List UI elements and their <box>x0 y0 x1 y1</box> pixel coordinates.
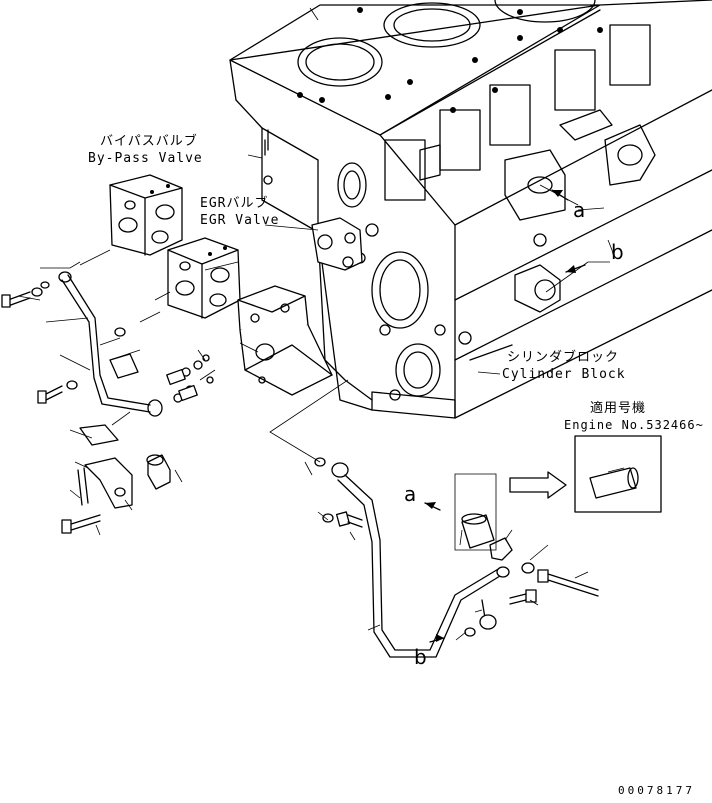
arrow-a-lower <box>424 502 441 511</box>
egr-valve <box>167 237 241 319</box>
callout-line <box>74 461 89 469</box>
callout-line <box>99 337 121 346</box>
bypass-valve-label-en: By-Pass Valve <box>88 151 203 166</box>
lower-egr-pipe <box>314 457 513 658</box>
callout-line <box>109 349 141 361</box>
callout-line <box>309 7 319 21</box>
callout-line <box>317 511 329 521</box>
callout-line <box>79 249 111 266</box>
callout-line <box>124 499 133 511</box>
callout-line <box>367 624 381 631</box>
callout-line <box>69 489 81 499</box>
callout-line <box>574 571 589 579</box>
callout-line <box>247 154 263 159</box>
cylinder-block <box>229 0 712 419</box>
callout-line <box>607 239 615 259</box>
engine-number-label: Engine No.532466~ <box>564 418 704 432</box>
pipe-clamp <box>77 424 133 509</box>
callout-line <box>45 317 89 323</box>
callout-frame <box>454 473 497 551</box>
callout-line <box>154 291 171 301</box>
lower-collar <box>459 513 495 549</box>
callout-line <box>174 469 183 483</box>
mount-bracket <box>237 285 333 396</box>
ref-letter-a-block: a <box>573 198 586 222</box>
callout-line <box>529 599 539 606</box>
callout-line <box>304 461 313 476</box>
arrow-b-block <box>565 264 586 273</box>
arrow-a-block <box>551 189 569 201</box>
callout-line <box>95 524 101 536</box>
left-egr-pipe <box>58 271 163 417</box>
spacer-collar <box>146 454 171 490</box>
egr-valve-label-jp: EGRバルブ <box>200 196 269 211</box>
callout-line <box>204 261 239 271</box>
callout-line <box>59 354 91 371</box>
egr-valve-label-en: EGR Valve <box>200 213 280 228</box>
ref-letter-b-block: b <box>611 240 624 264</box>
engine-number-inset <box>509 435 662 513</box>
callout-line <box>455 631 467 641</box>
callout-line <box>349 531 356 541</box>
cylinder-block-label-en: Cylinder Block <box>502 367 626 382</box>
cylinder-block-label-jp: シリンダブロック <box>507 350 620 365</box>
lower-fasteners <box>322 511 599 637</box>
ref-letter-a-pipe: a <box>404 482 417 506</box>
bypass-valve <box>109 174 183 256</box>
callout-line <box>111 411 131 426</box>
bypass-valve-label-jp: バイパスバルブ <box>100 134 198 149</box>
callout-line <box>264 224 319 231</box>
callout-line <box>577 207 605 211</box>
arrow-b-lower <box>429 634 445 643</box>
document-number: 00078177 <box>618 784 695 797</box>
callout-line <box>199 369 216 381</box>
callout-line <box>139 311 161 323</box>
callout-line <box>40 261 81 269</box>
callout-line <box>504 529 513 541</box>
bolts-and-washers <box>1 281 203 534</box>
callout-line <box>17 295 41 301</box>
connection-line <box>269 379 349 463</box>
union-fittings <box>166 354 214 402</box>
callout-line <box>239 342 259 353</box>
callout-line <box>529 544 549 561</box>
callout-line <box>69 429 93 439</box>
callout-line <box>474 609 483 613</box>
callout-line <box>197 349 206 361</box>
callout-line <box>477 371 501 375</box>
ref-letter-b-pipe: b <box>414 645 427 669</box>
applicable-engine-label-jp: 適用号機 <box>590 401 647 416</box>
